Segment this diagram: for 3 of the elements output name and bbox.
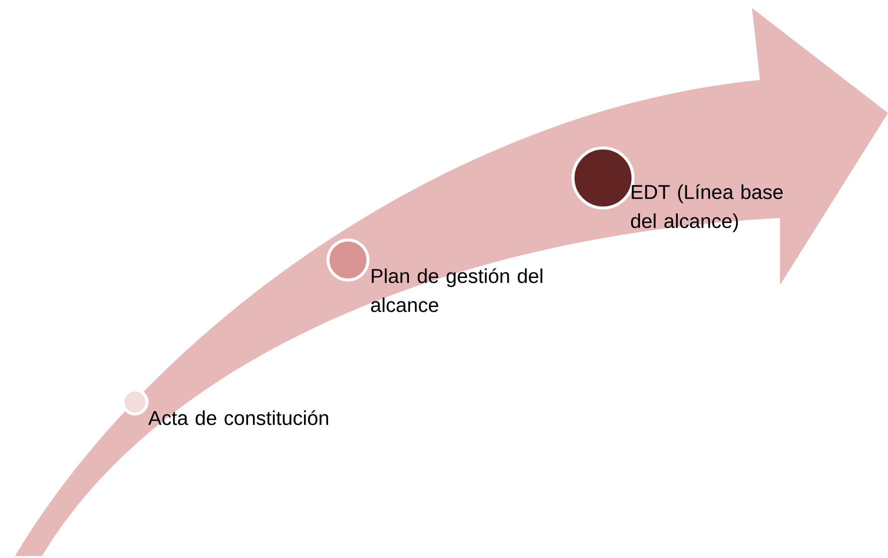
milestone-label: Plan de gestión del alcance bbox=[371, 268, 542, 312]
milestone-label: EDT (Línea base del alcance) bbox=[631, 184, 783, 232]
milestone-label: Acta de constitución bbox=[148, 410, 328, 426]
